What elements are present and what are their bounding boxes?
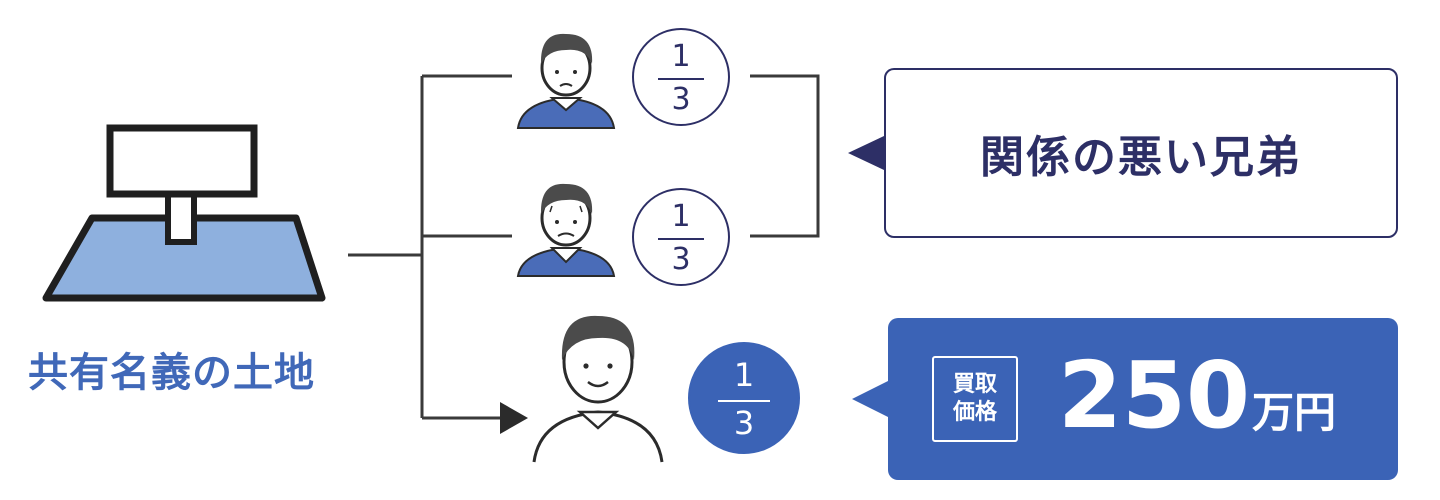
share-denominator: 3 bbox=[671, 82, 691, 117]
relationship-callout: 関係の悪い兄弟 bbox=[884, 68, 1398, 238]
share-denominator: 3 bbox=[671, 242, 691, 277]
relationship-callout-text: 関係の悪い兄弟 bbox=[980, 132, 1302, 183]
callout-pointer-bottom bbox=[852, 380, 890, 418]
share-numerator: 1 bbox=[671, 199, 691, 234]
land-icon bbox=[42, 124, 326, 302]
price-tag-line1: 買取 bbox=[952, 372, 997, 397]
fraction-bar bbox=[718, 400, 770, 402]
share-numerator: 1 bbox=[671, 39, 691, 74]
share-denominator: 3 bbox=[733, 404, 755, 442]
fraction-bar bbox=[658, 238, 704, 240]
share-fraction-1: 1 3 bbox=[632, 28, 730, 126]
share-fraction-2: 1 3 bbox=[632, 188, 730, 286]
price-value: 250 bbox=[1058, 342, 1251, 449]
share-numerator: 1 bbox=[733, 356, 755, 394]
share-fraction-3: 1 3 bbox=[688, 342, 800, 454]
price-callout: 買取 価格 250 万円 bbox=[888, 318, 1398, 480]
price-tag-badge: 買取 価格 bbox=[932, 356, 1018, 442]
arrow-head-icon bbox=[500, 402, 528, 434]
person-avatar-2 bbox=[516, 183, 616, 277]
price-tag-line2: 価格 bbox=[952, 400, 997, 425]
land-label: 共有名義の土地 bbox=[28, 350, 315, 396]
callout-pointer-top bbox=[848, 136, 884, 170]
connector-lines bbox=[348, 74, 820, 420]
person-avatar-1 bbox=[516, 33, 616, 129]
price-unit: 万円 bbox=[1252, 388, 1337, 437]
person-avatar-3 bbox=[532, 315, 664, 463]
fraction-bar bbox=[658, 78, 704, 80]
